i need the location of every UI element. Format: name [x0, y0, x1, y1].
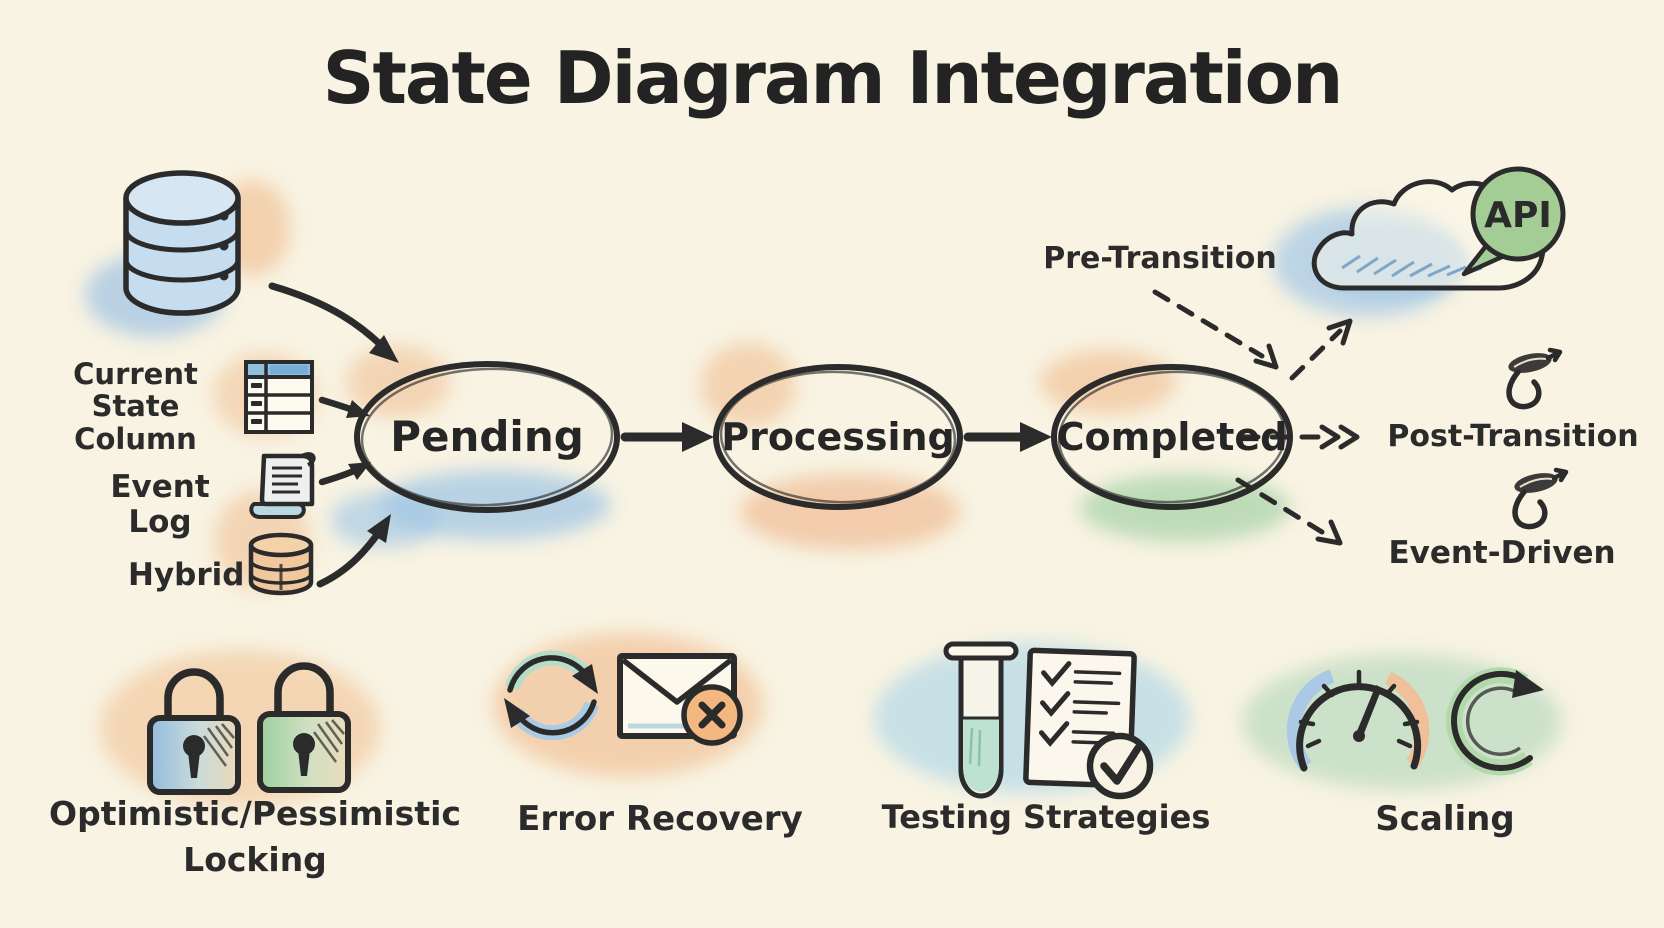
- label-state-processing: Processing: [721, 415, 955, 459]
- retry-refresh-icon: [504, 650, 600, 741]
- label-state-completed: Completed: [1056, 415, 1288, 459]
- state-pending-oval: [354, 361, 620, 513]
- error-badge-icon: [681, 684, 743, 746]
- gauge-icon: [1286, 669, 1430, 772]
- arrow-db-to-pending: [268, 282, 399, 363]
- label-testing-strategies: Testing Strategies: [881, 798, 1211, 836]
- api-bubble: API: [1461, 166, 1566, 277]
- arrow-event-driven: [1235, 477, 1343, 546]
- test-tube-icon: [943, 641, 1019, 799]
- checklist-icon: [1023, 647, 1154, 800]
- label-error-recovery: Error Recovery: [517, 799, 803, 839]
- circular-arrow-icon: [1446, 667, 1544, 776]
- database-small-icon: [248, 532, 314, 596]
- arrow-pre-transition: [1152, 289, 1279, 370]
- scroll-icon: [249, 452, 316, 519]
- webhook-icon-event: [1512, 467, 1569, 530]
- arrow-processing-to-completed: [963, 422, 1052, 452]
- database-icon: [123, 170, 241, 316]
- label-locking-line1: Optimistic/Pessimistic: [49, 794, 461, 833]
- api-label: API: [1484, 195, 1552, 236]
- webhook-icon-post: [1506, 347, 1563, 410]
- locks-icon: [147, 662, 351, 795]
- label-event-log: Event Log: [110, 469, 210, 540]
- page-title: State Diagram Integration: [322, 36, 1344, 120]
- label-hybrid: Hybrid: [128, 557, 245, 593]
- label-current-state-column: Current State Column: [73, 357, 198, 456]
- label-post-transition: Post-Transition: [1387, 419, 1639, 454]
- lock-optimistic-icon: [147, 668, 241, 795]
- label-pre-transition: Pre-Transition: [1043, 241, 1277, 276]
- arrow-pending-to-processing: [620, 422, 714, 452]
- state-processing-oval: [713, 364, 963, 510]
- arrow-post-transition: [1239, 424, 1360, 450]
- arrow-hybrid-to-pending: [316, 514, 391, 588]
- arrow-completed-to-cloud: [1289, 318, 1353, 381]
- lock-pessimistic-icon: [257, 662, 351, 793]
- table-icon: [244, 360, 314, 434]
- label-event-driven: Event-Driven: [1388, 535, 1616, 571]
- label-locking-line2: Locking: [183, 840, 327, 879]
- cloud-icon: API: [1311, 166, 1566, 301]
- check-badge-icon: [1086, 732, 1154, 800]
- envelope-error-icon: [617, 653, 743, 746]
- label-state-pending: Pending: [390, 412, 584, 461]
- label-scaling: Scaling: [1375, 799, 1515, 839]
